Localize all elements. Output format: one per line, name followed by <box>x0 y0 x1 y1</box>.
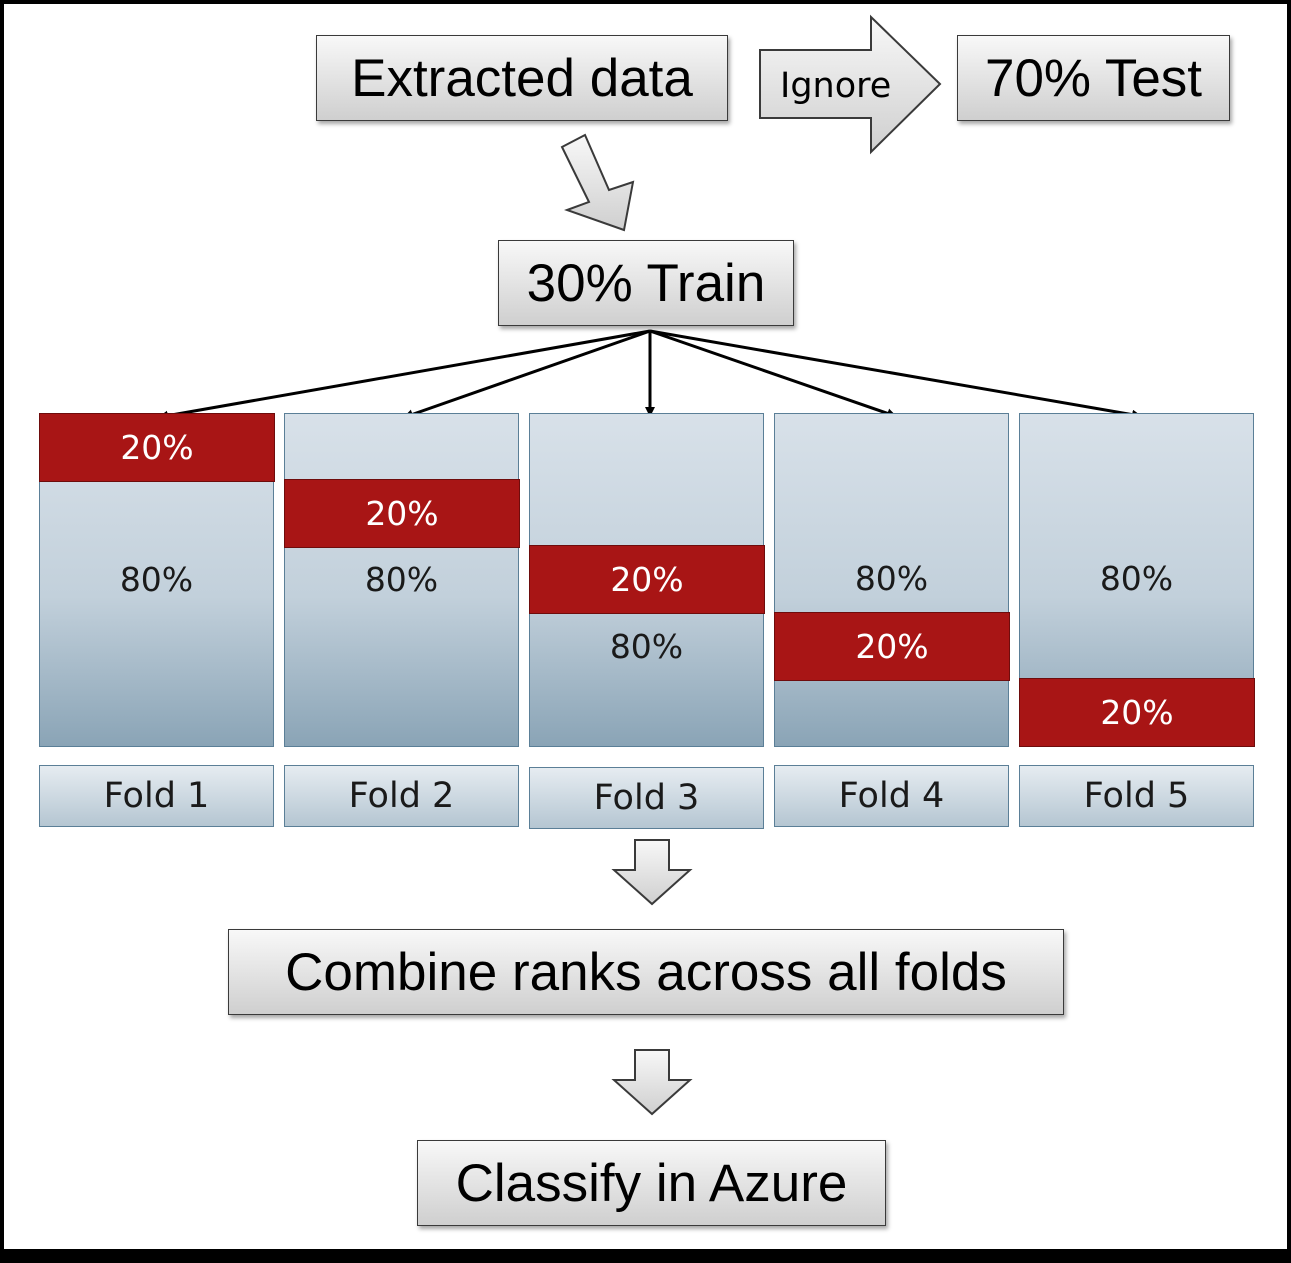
test-set-box: 70% Test <box>957 35 1230 121</box>
train-set-box: 30% Train <box>498 240 794 326</box>
connector-train-fold-2 <box>403 329 651 420</box>
fold-4-train-pct: 80% <box>854 559 929 598</box>
fold-4-label-box: Fold 4 <box>774 765 1009 827</box>
fold-5-train-pct: 80% <box>1099 559 1174 598</box>
split-arrow-shape <box>560 133 635 232</box>
fold-3-label: Fold 3 <box>593 778 700 818</box>
fold-2-train-pct: 80% <box>364 560 439 599</box>
ignore-arrow-shape <box>759 14 942 155</box>
fold-2-label: Fold 2 <box>348 776 455 816</box>
down-arrow-to-combine <box>611 839 693 906</box>
fold-4-label: Fold 4 <box>838 776 945 816</box>
combine-ranks-box: Combine ranks across all folds <box>228 929 1064 1015</box>
ignore-arrow <box>759 14 942 155</box>
connector-train-fold-4 <box>649 329 897 419</box>
fold-1-test-pct: 20% <box>120 428 194 467</box>
fold-1-train-pct: 80% <box>119 560 194 599</box>
fold-1-test-segment: 20% <box>39 413 275 482</box>
test-set-label: 70% Test <box>984 48 1203 108</box>
fold-4-test-pct: 20% <box>855 627 929 666</box>
fold-4-body: 80% <box>774 413 1009 747</box>
fold-3-test-pct: 20% <box>610 560 684 599</box>
down-arrow-to-combine-shape <box>611 839 693 906</box>
classify-azure-label: Classify in Azure <box>455 1153 848 1213</box>
fold-1-label-box: Fold 1 <box>39 765 274 827</box>
fold-3-test-segment: 20% <box>529 545 765 614</box>
fold-5-label: Fold 5 <box>1083 776 1190 816</box>
train-set-label: 30% Train <box>526 253 766 313</box>
fold-2-test-pct: 20% <box>365 494 439 533</box>
fold-2-body: 80% <box>284 413 519 747</box>
fold-2-label-box: Fold 2 <box>284 765 519 827</box>
fold-1-label: Fold 1 <box>103 776 210 816</box>
fold-5-label-box: Fold 5 <box>1019 765 1254 827</box>
fold-2-test-segment: 20% <box>284 479 520 548</box>
ignore-label: Ignore <box>780 66 892 106</box>
connector-train-fold-5 <box>649 329 1142 420</box>
fold-5-test-segment: 20% <box>1019 678 1255 747</box>
down-arrow-to-classify <box>611 1049 693 1116</box>
fold-3-train-pct: 80% <box>609 627 684 666</box>
fold-5-test-pct: 20% <box>1100 693 1174 732</box>
down-arrow-to-classify-shape <box>611 1049 693 1116</box>
fold-4-test-segment: 20% <box>774 612 1010 681</box>
connector-train-fold-1 <box>158 329 651 421</box>
fold-3-label-box: Fold 3 <box>529 767 764 829</box>
extracted-data-box: Extracted data <box>316 35 728 121</box>
classify-azure-box: Classify in Azure <box>417 1140 886 1226</box>
extracted-data-label: Extracted data <box>351 48 693 108</box>
split-arrow <box>560 133 635 232</box>
combine-ranks-label: Combine ranks across all folds <box>285 942 1007 1002</box>
